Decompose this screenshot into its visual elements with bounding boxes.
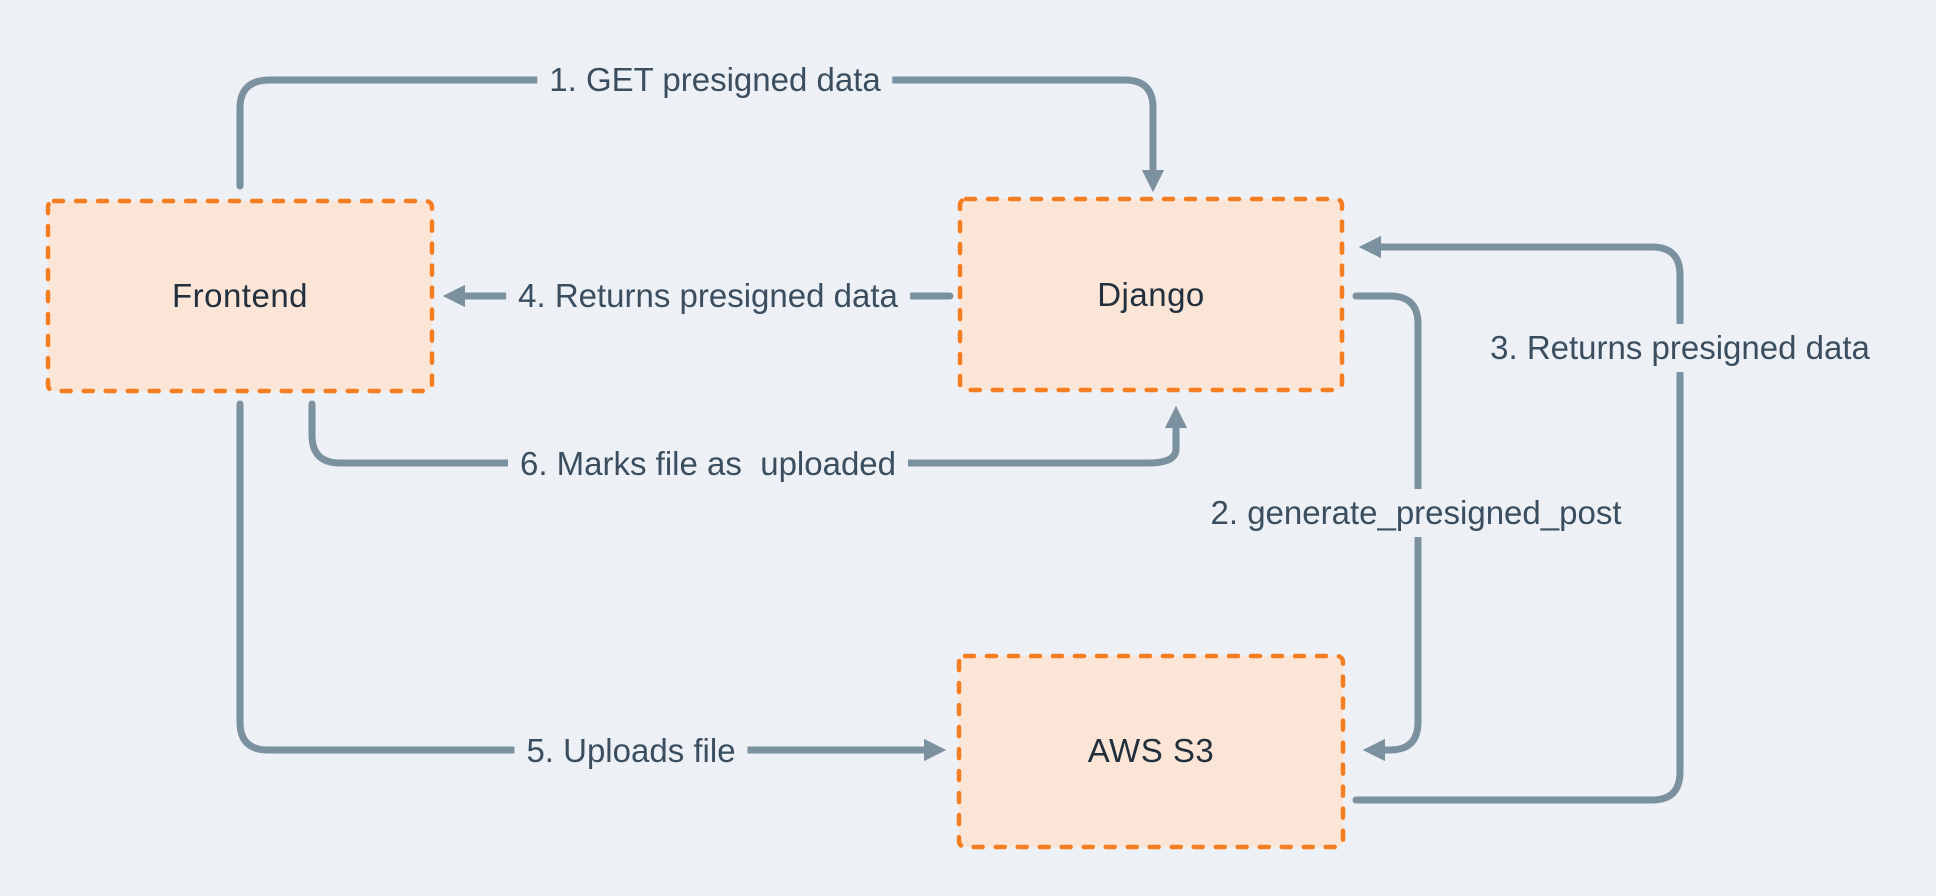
edge-label-3-returns-presigned-data: 3. Returns presigned data	[1478, 324, 1882, 372]
frontend-node-label: Frontend	[171, 277, 309, 314]
edge-label-5-uploads-file: 5. Uploads file	[514, 727, 748, 775]
edge-label-1-get-presigned-data: 1. GET presigned data	[537, 56, 893, 104]
django-node-box	[957, 196, 1345, 393]
aws-s3-node-label: AWS S3	[1087, 732, 1215, 769]
edge-3-returns-presigned-data-line	[1352, 235, 1684, 804]
edge-label-2-generate-presigned-post: 2. generate_presigned_post	[1198, 489, 1634, 537]
edge-label-6-marks-file-uploaded: 6. Marks file as uploaded	[507, 440, 909, 488]
aws-s3-node-box	[956, 653, 1346, 850]
django-node-label: Django	[1097, 276, 1205, 313]
edge-5-uploads-file-line	[236, 400, 947, 762]
edge-label-4-returns-presigned-data: 4. Returns presigned data	[506, 272, 910, 320]
frontend-node-box	[45, 198, 435, 394]
